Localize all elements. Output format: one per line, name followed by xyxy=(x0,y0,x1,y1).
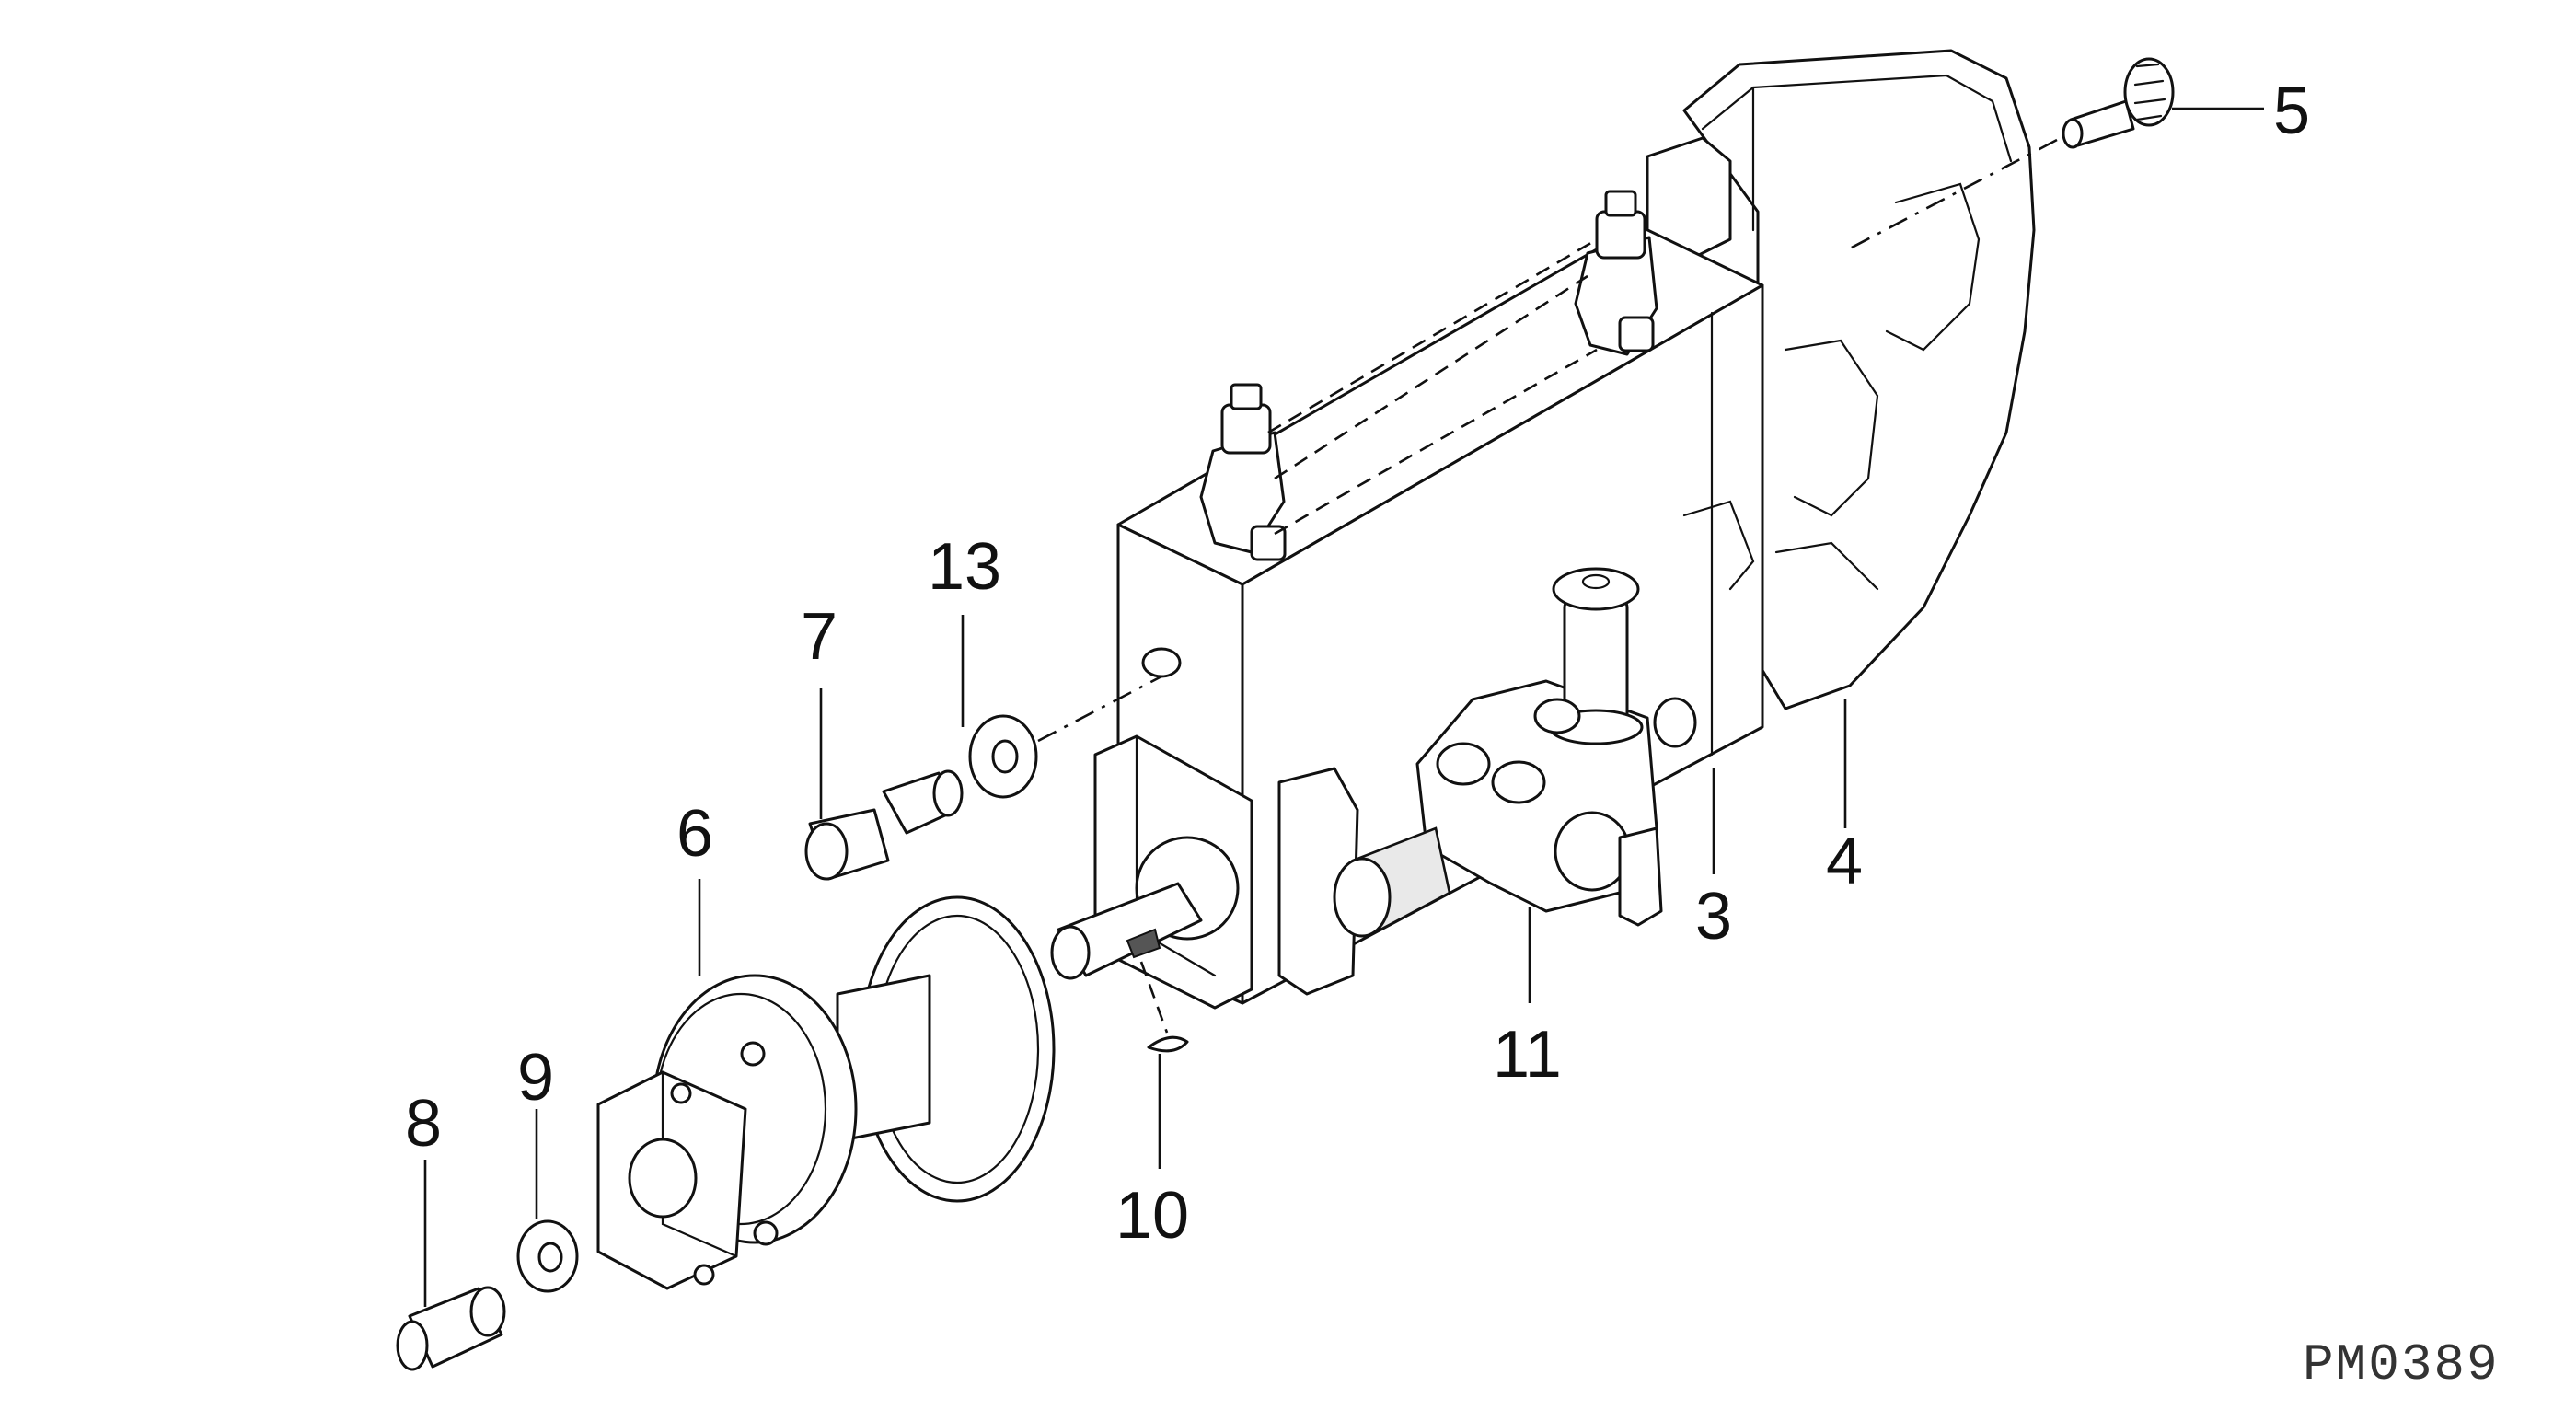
callout-11: 11 xyxy=(1493,1018,1562,1092)
screw-5 xyxy=(2062,57,2175,149)
woodruff-key xyxy=(1147,1035,1189,1053)
callout-8: 8 xyxy=(405,1087,442,1161)
callout-9: 9 xyxy=(517,1041,554,1115)
callout-7: 7 xyxy=(801,600,837,674)
camshaft-end xyxy=(1050,836,1240,980)
callout-4: 4 xyxy=(1826,825,1863,898)
drawing-code: PM0389 xyxy=(2303,1335,2500,1394)
washer-13 xyxy=(968,714,1038,799)
callout-13: 13 xyxy=(928,530,1001,604)
nut-8 xyxy=(396,1286,506,1371)
delivery-valve-rear xyxy=(1574,190,1658,356)
feed-pump xyxy=(1333,567,1697,938)
governor-housing xyxy=(1646,49,2036,710)
leader-lines xyxy=(423,107,2264,1307)
callout-10: 10 xyxy=(1115,1179,1189,1253)
callout-5: 5 xyxy=(2273,75,2310,148)
coupling-assembly xyxy=(596,895,1056,1290)
washer-9 xyxy=(516,1219,579,1293)
bolt-7 xyxy=(804,769,964,881)
delivery-valve-front xyxy=(1199,383,1287,561)
callout-3: 3 xyxy=(1695,880,1732,953)
callout-6: 6 xyxy=(676,797,713,871)
